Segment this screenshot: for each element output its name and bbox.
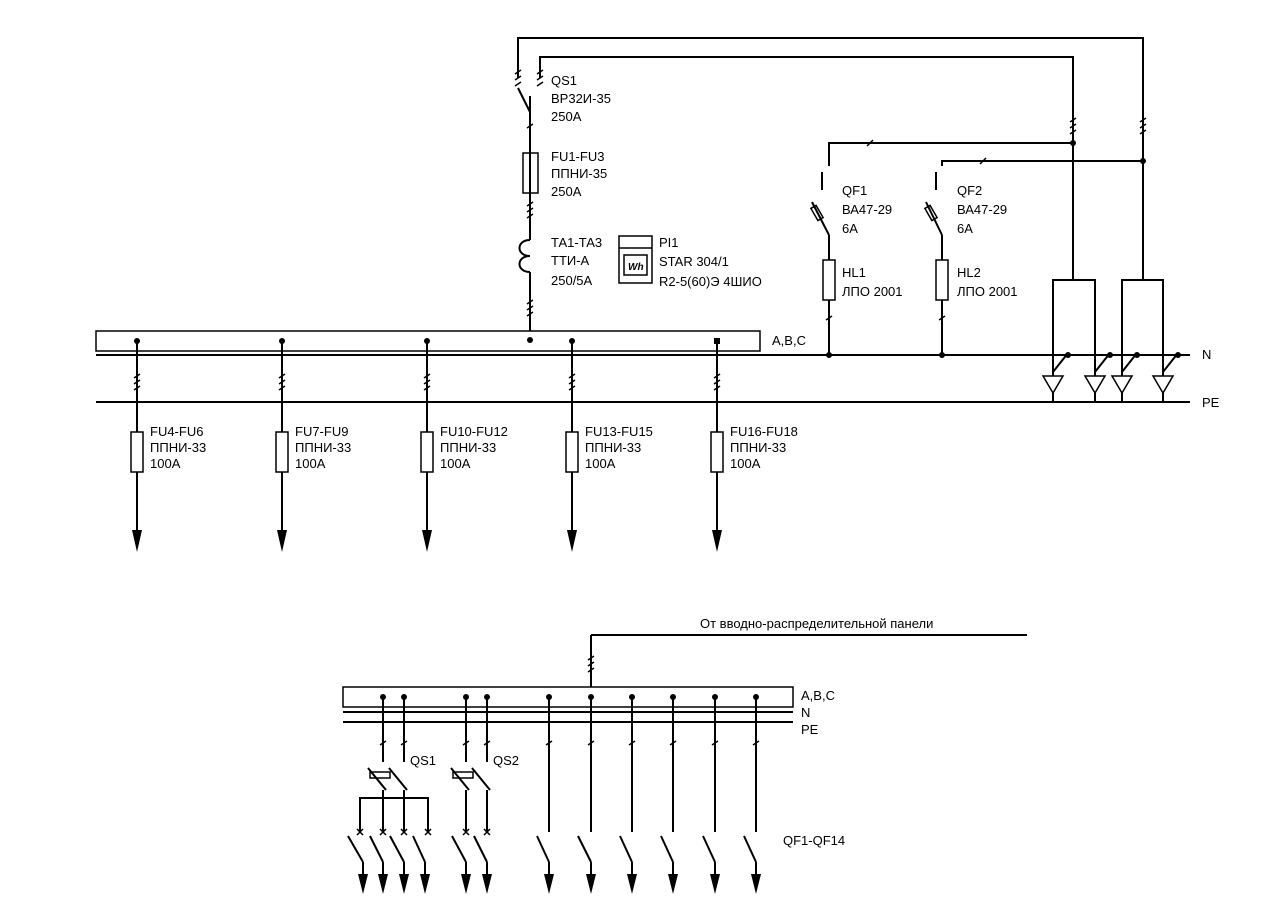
ta-ratio: 250/5А — [551, 273, 593, 288]
qf2-rating: 6А — [957, 221, 973, 236]
pi1-name: PI1 — [659, 235, 679, 250]
bottom-qs1-label: QS1 — [410, 753, 436, 768]
ta-current-transformer — [518, 239, 531, 273]
feeder-2-rating: 100А — [295, 456, 326, 471]
feeder-5-fuse — [710, 431, 724, 473]
qs1-switch — [517, 87, 534, 150]
fu1-type: ППНИ-35 — [551, 166, 607, 181]
feeder-2-name: FU7-FU9 — [295, 424, 348, 439]
qf1-breaker — [809, 172, 830, 260]
feeder-5-type: ППНИ-33 — [730, 440, 786, 455]
bottom-abc-busbar — [342, 686, 794, 708]
input-wire-left — [517, 37, 1144, 280]
qs1-rating: 250А — [551, 109, 582, 124]
hl2-type: ЛПО 2001 — [957, 284, 1018, 299]
feeder-5 — [710, 338, 724, 552]
qs1-type: ВР32И-35 — [551, 91, 611, 106]
bottom-bus-pe-label: PE — [801, 722, 819, 737]
hl1-name: HL1 — [842, 265, 866, 280]
feeder-3-type: ППНИ-33 — [440, 440, 496, 455]
hl2-lamp — [935, 259, 949, 301]
feeder-2 — [275, 338, 289, 552]
pi1-spec: R2-5(60)Э 4ШИО — [659, 274, 762, 289]
feeder-4-fuse — [565, 431, 579, 473]
feeder-4 — [565, 338, 579, 552]
feeder-1-fuse — [130, 431, 144, 473]
feeder-2-type: ППНИ-33 — [295, 440, 351, 455]
ta-name: ТА1-ТА3 — [551, 235, 602, 250]
surge-arrester-group-1 — [1041, 279, 1113, 402]
feeder-1-type: ППНИ-33 — [150, 440, 206, 455]
wh-icon: Wh — [628, 262, 644, 273]
feeder-3-rating: 100А — [440, 456, 471, 471]
input-wire-right — [539, 56, 1074, 280]
bottom-bus-abc-label: A,B,C — [801, 688, 835, 703]
surge-arrester-group-2 — [1110, 279, 1181, 402]
fu1-name: FU1-FU3 — [551, 149, 604, 164]
qf1-rating: 6А — [842, 221, 858, 236]
qf1-name: QF1 — [842, 183, 867, 198]
feeder-4-name: FU13-FU15 — [585, 424, 653, 439]
qf-group-label: QF1-QF14 — [783, 833, 845, 848]
hl1-type: ЛПО 2001 — [842, 284, 903, 299]
top-bus-pe-label: PE — [1202, 395, 1220, 410]
pi1-model: STAR 304/1 — [659, 254, 729, 269]
bottom-bus-n-label: N — [801, 705, 810, 720]
qf2-breaker — [923, 172, 943, 260]
top-bus-abc-label: A,B,C — [772, 333, 806, 348]
qf2-type: ВА47-29 — [957, 202, 1007, 217]
feeder-5-name: FU16-FU18 — [730, 424, 798, 439]
feeder-1-name: FU4-FU6 — [150, 424, 203, 439]
feeder-1-rating: 100А — [150, 456, 181, 471]
bottom-qs2-label: QS2 — [493, 753, 519, 768]
feeder-4-rating: 100А — [585, 456, 616, 471]
feeder-3-name: FU10-FU12 — [440, 424, 508, 439]
ta-type: ТТИ-А — [551, 253, 590, 268]
source-label: От вводно-распределительной панели — [700, 616, 933, 631]
top-bus-n-label: N — [1202, 347, 1211, 362]
feeder-2-fuse — [275, 431, 289, 473]
feeder-4-type: ППНИ-33 — [585, 440, 641, 455]
qf1-type: ВА47-29 — [842, 202, 892, 217]
fu1-rating: 250А — [551, 184, 582, 199]
bottom-qs2-group — [450, 694, 491, 832]
feeder-3-fuse — [420, 431, 434, 473]
feeder-1 — [130, 338, 144, 552]
feeder-5-rating: 100А — [730, 456, 761, 471]
bottom-qs1-group — [359, 694, 429, 832]
qs1-name: QS1 — [551, 73, 577, 88]
qf-breaker-row — [347, 828, 761, 894]
qf2-name: QF2 — [957, 183, 982, 198]
hl2-name: HL2 — [957, 265, 981, 280]
bottom-feeder-lines — [545, 694, 760, 832]
hl1-lamp — [822, 259, 836, 301]
feeder-3 — [420, 338, 434, 552]
pi1-meter: Wh — [618, 235, 653, 284]
